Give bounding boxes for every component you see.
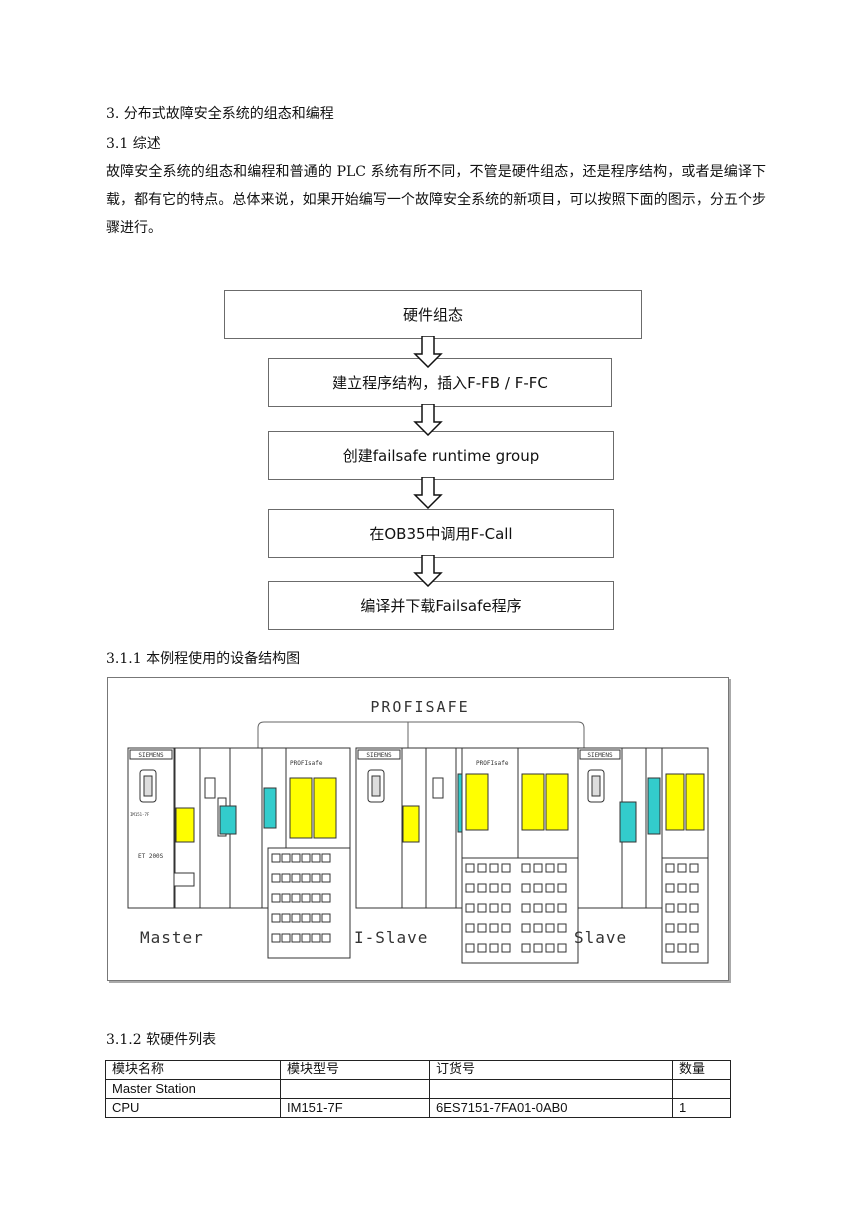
cyan-module-block xyxy=(647,777,661,835)
table-cell xyxy=(672,1079,731,1099)
hardware-illustration: PROFISAFE SIEMENS IM151-7F ET 200S PROFI… xyxy=(127,698,709,964)
section-heading: 3. 分布式故障安全系统的组态和编程 xyxy=(106,106,334,122)
table-cell xyxy=(280,1079,430,1099)
svg-text:IM151-7F: IM151-7F xyxy=(130,812,150,817)
table-header-cell: 模块名称 xyxy=(105,1060,281,1080)
down-arrow-icon xyxy=(413,336,443,368)
svg-text:SIEMENS: SIEMENS xyxy=(138,752,164,759)
table-cell: IM151-7F xyxy=(280,1098,430,1118)
flow-step-3: 创建failsafe runtime group xyxy=(268,431,614,480)
table-cell: 1 xyxy=(672,1098,731,1118)
i-slave-station: SIEMENS PROFIsafe xyxy=(354,747,579,964)
yellow-module-block xyxy=(313,777,337,839)
slave-station: SIEMENS Slave xyxy=(574,747,709,964)
sub-heading: 3.1 综述 xyxy=(106,136,161,152)
svg-text:ET 200S: ET 200S xyxy=(138,853,164,860)
yellow-module-block xyxy=(175,807,195,843)
station-label-i-slave: I-Slave xyxy=(354,928,428,947)
table-caption: 3.1.2 软硬件列表 xyxy=(106,1032,217,1048)
hardware-list-table: 模块名称 模块型号 订货号 数量 Master Station CPU IM15… xyxy=(105,1060,731,1118)
svg-text:SIEMENS: SIEMENS xyxy=(366,752,392,759)
flow-step-4: 在OB35中调用F-Call xyxy=(268,509,614,558)
table-header-row: 模块名称 模块型号 订货号 数量 xyxy=(105,1060,731,1080)
cyan-module-block xyxy=(219,805,237,835)
table-cell xyxy=(429,1079,673,1099)
table-header-cell: 模块型号 xyxy=(280,1060,430,1080)
svg-text:PROFIsafe: PROFIsafe xyxy=(290,760,323,767)
table-row: Master Station xyxy=(105,1079,731,1099)
table-cell: Master Station xyxy=(105,1079,281,1099)
master-station: SIEMENS IM151-7F ET 200S PROFIsafe xyxy=(127,747,351,959)
table-header-cell: 订货号 xyxy=(429,1060,673,1080)
table-header-cell: 数量 xyxy=(672,1060,731,1080)
table-cell: 6ES7151-7FA01-0AB0 xyxy=(429,1098,673,1118)
flow-step-5: 编译并下载Failsafe程序 xyxy=(268,581,614,630)
yellow-module-block xyxy=(665,773,685,831)
device-structure-diagram: PROFISAFE SIEMENS IM151-7F ET 200S PROFI… xyxy=(107,677,729,981)
cyan-module-block xyxy=(619,801,637,843)
figure-caption: 3.1.1 本例程使用的设备结构图 xyxy=(106,651,301,667)
down-arrow-icon xyxy=(413,477,443,509)
flow-step-1: 硬件组态 xyxy=(224,290,642,339)
svg-text:SIEMENS: SIEMENS xyxy=(587,752,613,759)
yellow-module-block xyxy=(465,773,489,831)
station-label-master: Master xyxy=(140,928,204,947)
station-label-slave: Slave xyxy=(574,928,627,947)
down-arrow-icon xyxy=(413,404,443,436)
table-cell: CPU xyxy=(105,1098,281,1118)
yellow-module-block xyxy=(289,777,313,839)
cyan-module-block xyxy=(263,787,277,829)
table-row: CPU IM151-7F 6ES7151-7FA01-0AB0 1 xyxy=(105,1098,731,1118)
yellow-module-block xyxy=(402,805,420,843)
svg-text:PROFIsafe: PROFIsafe xyxy=(476,760,509,767)
yellow-module-block xyxy=(545,773,569,831)
yellow-module-block xyxy=(685,773,705,831)
flow-step-2: 建立程序结构，插入F-FB / F-FC xyxy=(268,358,612,407)
intro-paragraph: 故障安全系统的组态和编程和普通的 PLC 系统有所不同，不管是硬件组态，还是程序… xyxy=(106,164,766,236)
network-label: PROFISAFE xyxy=(370,698,469,716)
yellow-module-block xyxy=(521,773,545,831)
down-arrow-icon xyxy=(413,555,443,587)
